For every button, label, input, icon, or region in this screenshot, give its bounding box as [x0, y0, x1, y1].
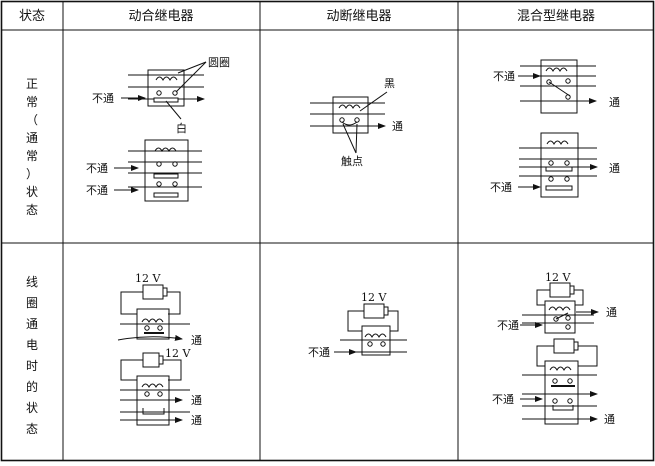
- label-no-pass: 不通: [92, 92, 114, 105]
- header-mixed-relay: 混合型继电器: [517, 9, 595, 24]
- label-pass: 通: [191, 394, 202, 407]
- label-voltage: 12 V: [135, 272, 161, 285]
- label-contact: 触点: [341, 154, 363, 168]
- row-label-text: 正常（通常）状态: [26, 77, 38, 217]
- label-no-pass: 不通: [493, 70, 515, 83]
- label-pass: 通: [609, 96, 620, 109]
- break-relay-normal: [310, 91, 388, 154]
- header-state: 状态: [19, 9, 45, 24]
- label-no-pass: 不通: [308, 346, 330, 359]
- label-pass: 通: [609, 162, 620, 175]
- row-label-text: 线圈通电时的状态: [26, 275, 38, 436]
- header-break-relay: 动断继电器: [326, 9, 391, 24]
- label-voltage: 12 V: [165, 347, 191, 360]
- row-label-energized: 线圈通电时的状态: [26, 275, 38, 436]
- label-voltage: 12 V: [361, 291, 387, 304]
- label-no-pass: 不通: [492, 393, 514, 406]
- label-pass: 通: [392, 120, 403, 133]
- label-ring: 圆圈: [208, 56, 230, 69]
- label-voltage: 12 V: [545, 271, 571, 284]
- label-black: 黑: [384, 77, 395, 90]
- mixed-relay-energized: [520, 282, 599, 425]
- mixed-relay-normal: [518, 59, 598, 198]
- label-pass: 通: [191, 334, 202, 347]
- label-no-pass: 不通: [490, 181, 512, 194]
- make-relay-normal: [114, 61, 207, 202]
- label-no-pass: 不通: [497, 319, 519, 332]
- label-pass: 通: [606, 306, 617, 319]
- row-label-normal: 正常（通常）状态: [26, 77, 38, 217]
- label-white: 白: [176, 121, 187, 135]
- header-make-relay: 动合继电器: [128, 9, 193, 24]
- label-no-pass: 不通: [86, 184, 108, 197]
- label-pass: 通: [604, 413, 615, 426]
- label-pass: 通: [191, 414, 202, 427]
- make-relay-energized: [117, 284, 190, 426]
- label-no-pass: 不通: [86, 162, 108, 175]
- break-relay-energized: [334, 303, 407, 356]
